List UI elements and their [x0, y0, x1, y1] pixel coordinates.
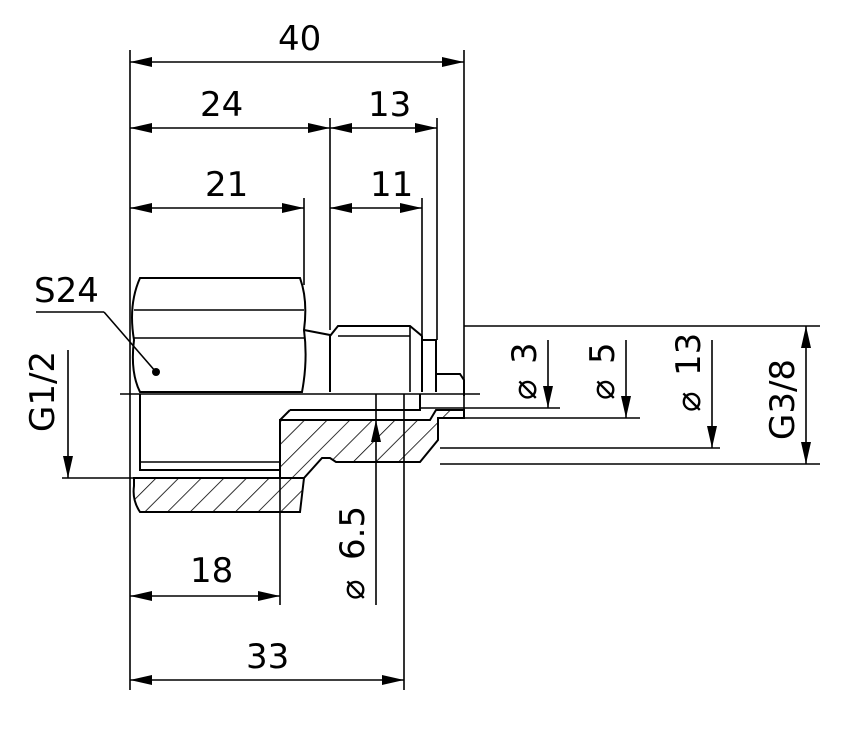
- dim-text-40: 40: [278, 19, 321, 59]
- part-outline: [120, 277, 480, 396]
- dia-value-3: 3: [505, 342, 545, 364]
- dia-label-5: ⌀ 5: [583, 342, 623, 400]
- section-view: [132, 394, 465, 513]
- dia-label-13: ⌀ 13: [669, 333, 709, 412]
- body-section-hatch: [279, 409, 465, 479]
- dia-value-13: 13: [669, 333, 709, 376]
- diameter-symbol: ⌀: [333, 580, 373, 600]
- diameter-symbol: ⌀: [505, 380, 545, 400]
- dia-value-5: 5: [583, 342, 623, 364]
- dim-text-13: 13: [368, 85, 411, 125]
- dia-label-3: ⌀ 3: [505, 342, 545, 400]
- dia-label-6-5: ⌀ 6.5: [333, 506, 373, 600]
- hex-body-outline: [131, 277, 307, 393]
- diameter-symbol: ⌀: [669, 392, 709, 412]
- dimension-lines: [36, 57, 811, 685]
- leader-s24-slant: [103, 311, 157, 373]
- dia-value-6-5: 6.5: [333, 506, 373, 560]
- leader-dot: [152, 368, 160, 376]
- spigot-outline: [329, 325, 423, 392]
- dim-text-18: 18: [190, 551, 233, 591]
- thread-label-g38: G3/8: [763, 359, 803, 440]
- thread-label-g12: G1/2: [23, 351, 63, 432]
- dim-text-24: 24: [200, 85, 243, 125]
- dim-text-21: 21: [205, 165, 248, 205]
- inlet-bore-outline: [139, 394, 291, 471]
- dim-text-11: 11: [370, 165, 413, 205]
- dimension-texts: 40 24 13 21 11 18 33 S24 G1/2 G3/8 ⌀ 3 ⌀…: [23, 19, 803, 677]
- extension-lines: [62, 50, 820, 690]
- dim-text-33: 33: [246, 637, 289, 677]
- neck-outline: [303, 329, 331, 392]
- diameter-symbol: ⌀: [583, 380, 623, 400]
- small-bore-outline: [290, 394, 421, 411]
- hex-section-hatch: [132, 477, 306, 513]
- spigot-tip-outline: [422, 339, 465, 396]
- label-s24: S24: [34, 271, 99, 311]
